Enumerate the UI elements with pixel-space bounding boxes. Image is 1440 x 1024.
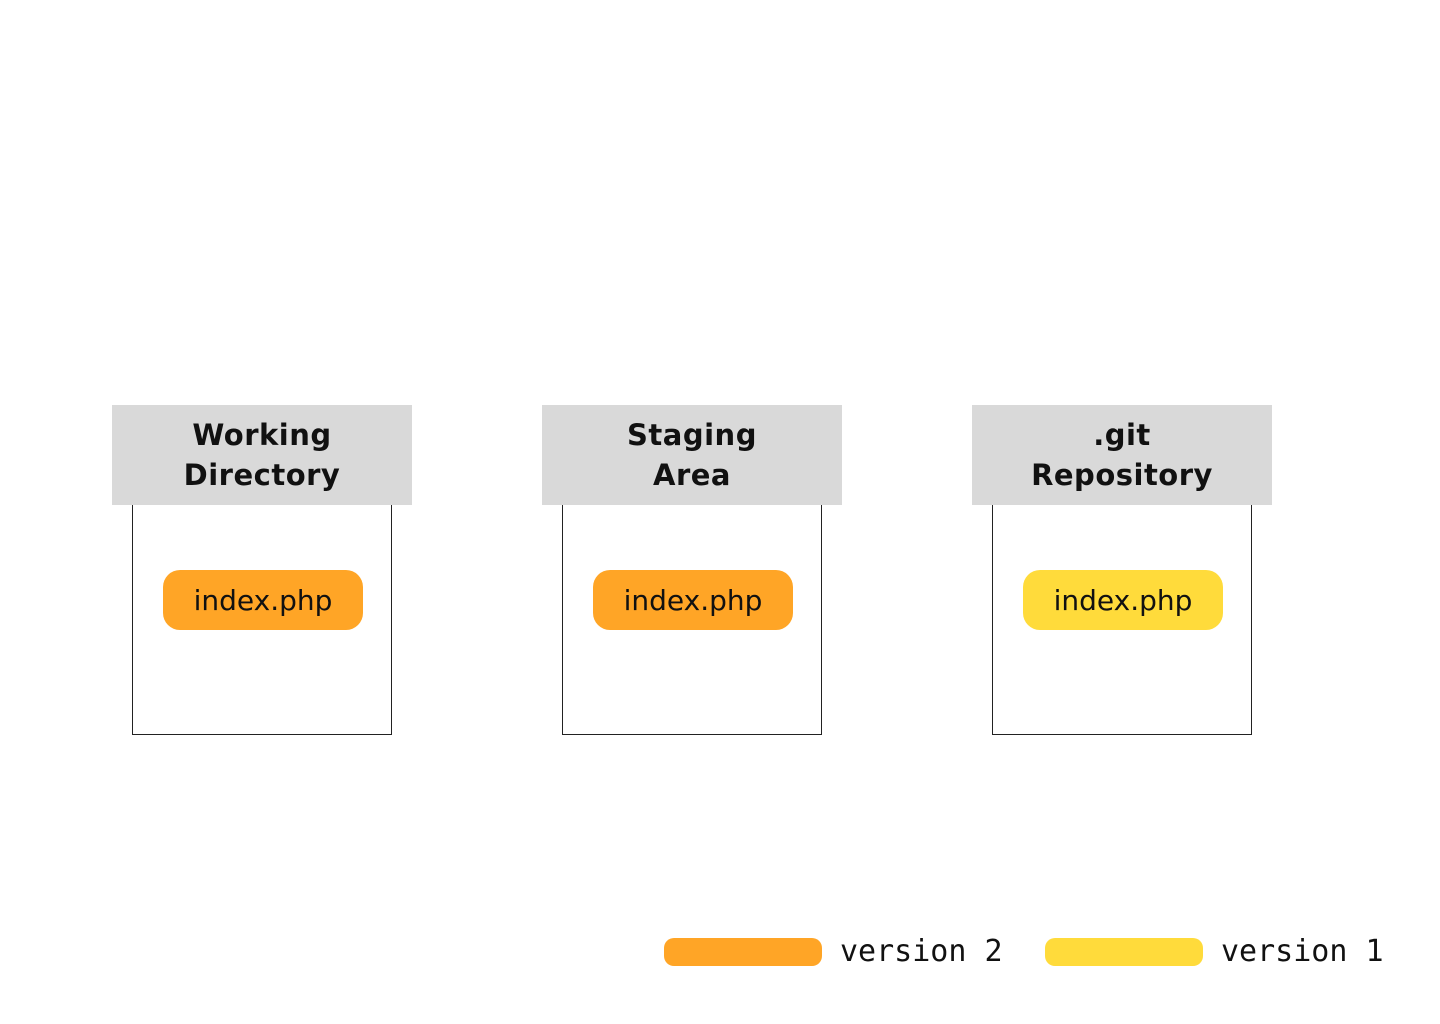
git-repository-file-index-php: index.php	[1023, 570, 1223, 630]
staging-area: Staging Area index.php	[542, 405, 842, 735]
staging-area-container: index.php	[562, 505, 822, 735]
staging-area-title-line1: Staging	[627, 418, 757, 452]
working-directory-title-line2: Directory	[183, 458, 341, 492]
legend-swatch-version-1	[1045, 938, 1203, 966]
working-directory-container: index.php	[132, 505, 392, 735]
legend-label-version-2: version 2	[840, 934, 1003, 969]
legend-swatch-version-2	[664, 938, 822, 966]
working-directory-area: Working Directory index.php	[112, 405, 412, 735]
legend-label-version-1: version 1	[1221, 934, 1384, 969]
staging-area-file-index-php: index.php	[593, 570, 793, 630]
staging-area-header: Staging Area	[542, 405, 842, 505]
git-repository-title-line2: Repository	[1031, 458, 1213, 492]
staging-area-title-line2: Area	[653, 458, 731, 492]
working-directory-header: Working Directory	[112, 405, 412, 505]
working-directory-file-index-php: index.php	[163, 570, 363, 630]
git-repository-container: index.php	[992, 505, 1252, 735]
git-repository-header: .git Repository	[972, 405, 1272, 505]
git-repository-title-line1: .git	[1093, 418, 1151, 452]
working-directory-title-line1: Working	[192, 418, 332, 452]
git-repository-area: .git Repository index.php	[972, 405, 1272, 735]
